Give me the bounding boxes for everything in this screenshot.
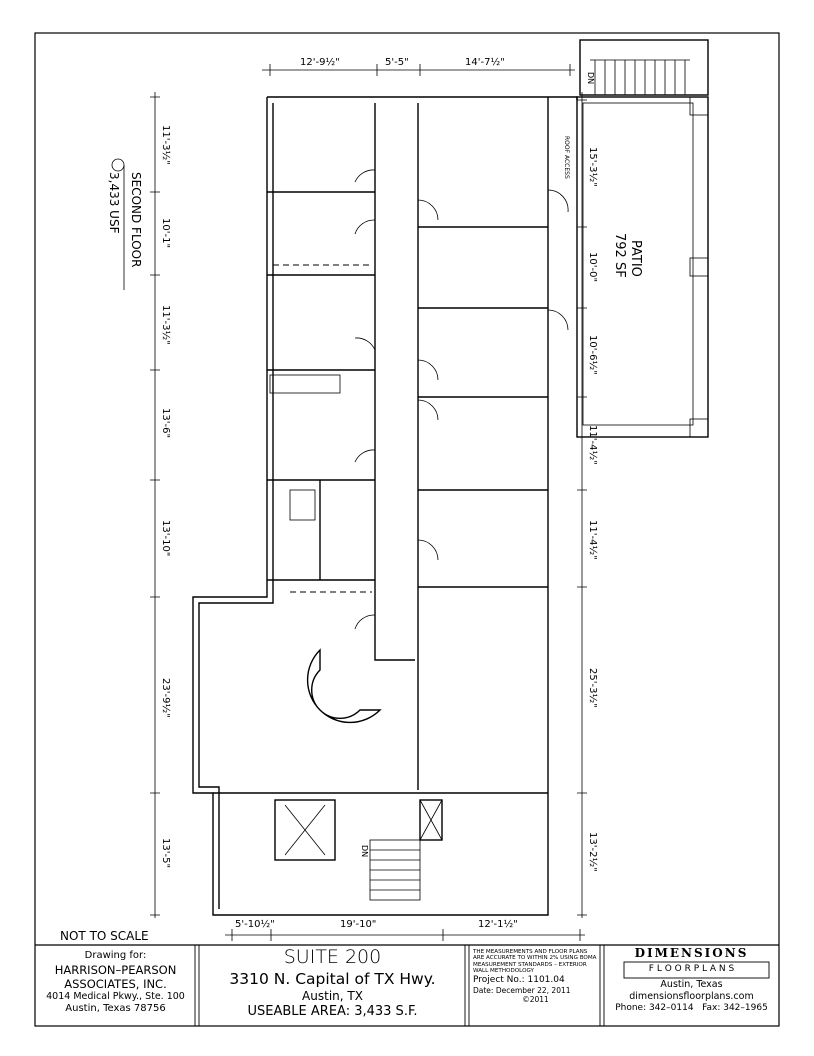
firm-logo: DIMENSIONS xyxy=(634,946,749,960)
dim-left-1: 11'-3½" xyxy=(160,125,172,165)
dim-left-7: 13'-5" xyxy=(160,838,171,868)
project-city: Austin, TX xyxy=(302,989,363,1004)
client-address-2: Austin, Texas 78756 xyxy=(65,1003,166,1015)
dim-top-1: 12'-9½" xyxy=(300,56,340,68)
patio-label: PATIO xyxy=(628,240,643,277)
firm-city: Austin, Texas xyxy=(660,979,723,991)
firm-logo-subtitle: F L O O R P L A N S xyxy=(648,964,735,974)
useable-area: USEABLE AREA: 3,433 S.F. xyxy=(247,1004,418,1020)
suite-title: SUITE 200 xyxy=(283,946,382,968)
dim-left-4: 13'-6" xyxy=(160,408,171,438)
stairs-bottom xyxy=(369,839,421,901)
client-name-1: HARRISON–PEARSON xyxy=(54,962,177,977)
dim-bottom-2: 19'-10" xyxy=(340,919,376,930)
client-heading: Drawing for: xyxy=(84,950,147,961)
patio: PATIO 792 SF xyxy=(576,96,709,438)
dim-top-2: 5'-5" xyxy=(385,57,409,68)
dim-bottom-3: 12'-1½" xyxy=(478,918,518,930)
copyright: ©2011 xyxy=(522,995,549,1005)
dimension-lines xyxy=(150,64,587,941)
project-address: 3310 N. Capital of TX Hwy. xyxy=(229,969,436,988)
dim-left-3: 11'-3½" xyxy=(160,305,172,345)
firm-info: DIMENSIONS F L O O R P L A N S Austin, T… xyxy=(604,946,779,1014)
building-walls: DN xyxy=(192,96,578,916)
firm-phone: Phone: 342–0114 xyxy=(615,1003,694,1013)
sheet-border xyxy=(34,32,780,1027)
dim-right-1: 15'-3½" xyxy=(587,147,599,187)
notes-info: THE MEASUREMENTS AND FLOOR PLANS ARE ACC… xyxy=(473,949,598,1005)
dim-right-7: 13'-2½" xyxy=(587,832,599,872)
dim-left-2: 10'-1" xyxy=(160,218,171,248)
firm-contact: Phone: 342–0114 Fax: 342–1965 xyxy=(604,1003,779,1014)
floor-name: SECOND FLOOR xyxy=(129,172,143,267)
patio-area: 792 SF xyxy=(612,233,627,278)
floor-label: SECOND FLOOR 3,433 USF xyxy=(107,158,143,290)
client-address-1: 4014 Medical Pkwy., Ste. 100 xyxy=(46,991,185,1003)
title-block-frame xyxy=(35,944,779,1026)
down-label-top: DN xyxy=(586,72,595,84)
client-info: Drawing for: HARRISON–PEARSON ASSOCIATES… xyxy=(36,950,195,1016)
dim-left-6: 23'-9½" xyxy=(160,678,172,718)
firm-fax: Fax: 342–1965 xyxy=(702,1003,768,1013)
dim-right-6: 25'-3½" xyxy=(587,668,599,708)
project-date: Date: December 22, 2011 xyxy=(473,985,571,995)
project-info: SUITE 200 3310 N. Capital of TX Hwy. Aus… xyxy=(200,946,465,1020)
dimension-labels: 12'-9½" 5'-5" 14'-7½" 11'-3½" 10'-1" 11'… xyxy=(160,56,599,930)
dim-right-4: 11'-4½" xyxy=(587,425,599,465)
stairs-top: DN xyxy=(579,39,709,96)
dim-left-5: 13'-10" xyxy=(160,520,171,556)
floor-area: 3,433 USF xyxy=(107,172,121,234)
dim-top-3: 14'-7½" xyxy=(465,56,505,68)
down-label-bottom: DN xyxy=(360,845,369,857)
scale-note: NOT TO SCALE xyxy=(60,929,149,943)
project-number: Project No.: 1101.04 xyxy=(473,974,565,985)
dim-right-2: 10'-0" xyxy=(587,252,598,282)
roof-access-label: ROOF ACCESS xyxy=(563,136,570,179)
dim-right-3: 10'-6½" xyxy=(587,335,599,375)
dim-bottom-1: 5'-10½" xyxy=(235,918,275,930)
accuracy-note: THE MEASUREMENTS AND FLOOR PLANS ARE ACC… xyxy=(473,949,597,975)
client-name-2: ASSOCIATES, INC. xyxy=(64,976,167,991)
firm-website[interactable]: dimensionsfloorplans.com xyxy=(629,991,754,1003)
dim-right-5: 11'-4½" xyxy=(587,520,599,560)
